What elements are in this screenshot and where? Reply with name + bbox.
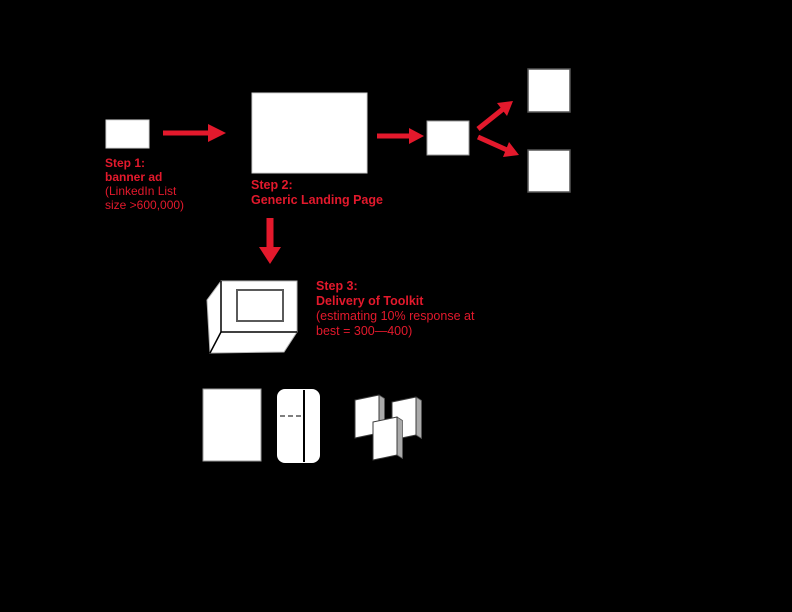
arrow-step2-to-step3-icon: [259, 218, 281, 264]
step1-label: Step 1: banner ad (LinkedIn List size >6…: [105, 156, 184, 212]
outcome-box-bottom-icon: [527, 149, 571, 193]
bifold-brochure-icon: [277, 389, 320, 463]
step2-label: Step 2: Generic Landing Page: [251, 178, 383, 208]
step3-label: Step 3: Delivery of Toolkit (estimating …: [316, 279, 474, 339]
step3-note-line2: best = 300—400): [316, 324, 413, 338]
banner-ad-box-icon: [105, 119, 150, 149]
arrow-step2-to-split-icon: [377, 128, 424, 144]
arrow-split-to-bottom-icon: [476, 134, 519, 157]
step1-note-line2: size >600,000): [105, 198, 185, 212]
landing-page-box-icon: [251, 92, 368, 174]
arrow-split-to-top-icon: [476, 101, 513, 131]
step1-name: banner ad: [105, 170, 163, 184]
step3-name: Delivery of Toolkit: [316, 294, 424, 308]
split-node-box-icon: [426, 120, 470, 156]
booklet-stack-icon: [354, 394, 422, 461]
document-sheet-icon: [202, 388, 262, 462]
outcome-box-top-icon: [527, 68, 571, 113]
booklet-front-icon: [372, 416, 403, 461]
step3-title: Step 3:: [316, 279, 358, 293]
step2-title: Step 2:: [251, 178, 293, 192]
toolkit-package-icon: [206, 280, 298, 354]
step1-title: Step 1:: [105, 156, 146, 170]
arrow-step1-to-step2-icon: [163, 124, 226, 142]
step2-name: Generic Landing Page: [251, 193, 383, 207]
step1-note-line1: (LinkedIn List: [105, 184, 177, 198]
step3-note-line1: (estimating 10% response at: [316, 309, 475, 323]
